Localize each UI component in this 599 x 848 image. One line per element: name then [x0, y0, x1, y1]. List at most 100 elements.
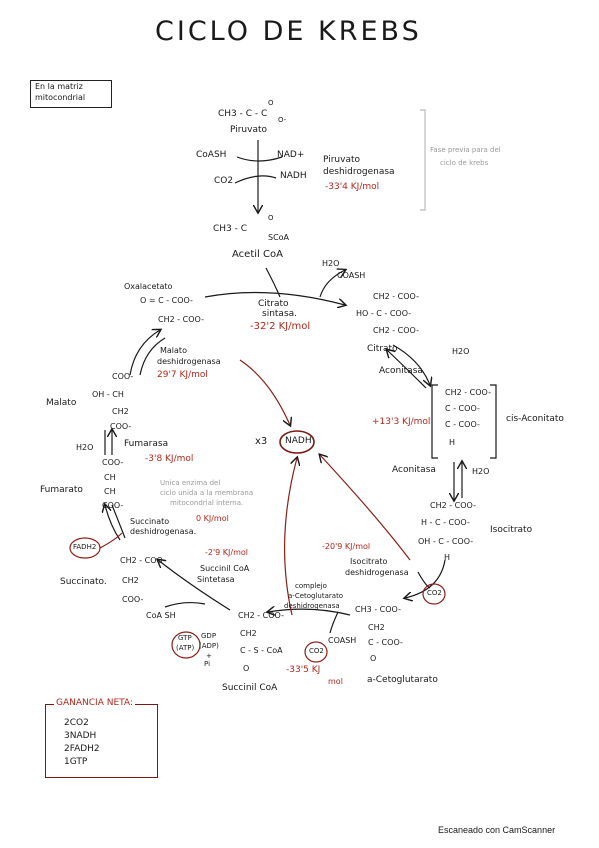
- fumarate-formula-1: COO-: [102, 458, 124, 467]
- fumarate-formula-2: CH: [104, 473, 116, 482]
- akgdh-energy-unit: mol: [328, 677, 343, 686]
- idh-energy: -20'9 KJ/mol: [322, 542, 371, 551]
- idh-enzyme-line-2: deshidrogenasa: [345, 568, 409, 577]
- fumarase-enzyme: Fumarasa: [124, 439, 169, 449]
- pdh-energy: -33'4 KJ/mol: [325, 182, 380, 192]
- side-note-line-2: ciclo de krebs: [440, 159, 489, 167]
- citrate-formula-3: CH2 - COO-: [373, 326, 419, 335]
- malate-formula-3: CH2: [112, 407, 129, 416]
- cis-aconitate-formula-4: H: [449, 438, 456, 447]
- scanner-watermark: Escaneado con CamScanner: [438, 825, 556, 835]
- aconitase-2-h2o: H2O: [472, 467, 490, 476]
- cs-enzyme-line-1: Citrato: [258, 299, 289, 309]
- cis-aconitate-formula-3: C - COO-: [445, 420, 480, 429]
- idh-co2: CO2: [427, 589, 442, 597]
- aconitase-1-energy: +13'3 KJ/mol: [372, 417, 431, 427]
- citrate-name: Citrato: [367, 344, 398, 354]
- oxaloacetate-formula-1: O = C - COO-: [140, 296, 193, 305]
- acetyl-oxygen: O: [268, 214, 274, 222]
- sdh-enzyme-line-1: Succinato: [130, 517, 170, 526]
- pyruvate-formula: CH3 - C - C: [218, 109, 268, 119]
- akgdh-enzyme-line-2: a-Cetoglutarato: [288, 592, 344, 600]
- pdh-nad: NAD+: [277, 150, 305, 160]
- location-box: En la matriz mitocondrial: [30, 80, 112, 108]
- fumarate-name: Fumarato: [40, 485, 83, 495]
- isocitrate-formula-1: CH2 - COO-: [430, 501, 476, 510]
- mdh-energy: 29'7 KJ/mol: [157, 370, 208, 380]
- pyruvate-name: Piruvato: [230, 125, 268, 135]
- page-title: CICLO DE KREBS: [155, 16, 422, 47]
- akgdh-enzyme-line-3: deshidrogenasa: [284, 602, 340, 610]
- scs-energy: -2'9 KJ/mol: [205, 548, 249, 557]
- pyruvate-oxygen: O: [268, 99, 274, 107]
- sdh-enzyme-line-2: deshidrogenasa.: [130, 527, 197, 536]
- location-line-1: En la matriz: [35, 82, 83, 91]
- net-gain-item-gtp: 1GTP: [64, 757, 88, 767]
- succinyl-formula-1: CH2 - COO-: [238, 611, 284, 620]
- sdh-note-line-2: ciclo unida a la membrana: [160, 489, 254, 497]
- mdh-enzyme-line-1: Malato: [160, 346, 187, 355]
- acetyl-name: Acetil CoA: [232, 249, 283, 260]
- oxaloacetate-formula-2: CH2 - COO-: [158, 315, 204, 324]
- akg-formula-4: O: [370, 654, 377, 663]
- pdh-nadh: NADH: [280, 171, 307, 181]
- fumarate-formula-4: COO-: [102, 501, 124, 510]
- succinate-formula-2: CH2: [122, 576, 139, 585]
- cs-coash: COASH: [337, 271, 366, 280]
- succinyl-formula-4: O: [243, 664, 250, 673]
- net-gain-item-nadh: 3NADH: [64, 731, 97, 741]
- net-gain-box: GANANCIA NETA: 2CO2 3NADH 2FADH2 1GTP: [45, 698, 158, 778]
- citrate-formula-2: HO - C - COO-: [356, 309, 412, 318]
- fumarase-energy: -3'8 KJ/mol: [145, 454, 194, 464]
- side-note-line-1: Fase previa para del: [430, 146, 501, 154]
- akgdh-co2: CO2: [309, 647, 324, 655]
- aconitase-1-enzyme: Aconitasa: [379, 366, 423, 376]
- idh-enzyme-line-1: Isocitrato: [350, 557, 388, 566]
- succinyl-formula-3: C - S - CoA: [240, 646, 283, 655]
- acetyl-formula: CH3 - C: [213, 224, 248, 234]
- succinyl-formula-2: CH2: [240, 629, 257, 638]
- mdh-enzyme-line-2: deshidrogenasa: [157, 357, 221, 366]
- scs-gtp: GTP: [178, 634, 192, 642]
- sdh-note-line-1: Unica enzima del: [160, 479, 221, 487]
- pdh-co2: CO2: [214, 176, 234, 186]
- pdh-coash: CoASH: [196, 150, 227, 160]
- cis-aconitate-name: cis-Aconitato: [506, 414, 564, 424]
- net-gain-item-fadh2: 2FADH2: [64, 744, 100, 754]
- pyruvate-ion: O-: [278, 116, 287, 124]
- akg-formula-1: CH3 - COO-: [355, 605, 401, 614]
- akg-formula-2: CH2: [368, 623, 385, 632]
- akgdh-coash: COASH: [328, 636, 357, 645]
- scs-gdp: GDP: [201, 632, 217, 640]
- net-gain-title: GANANCIA NETA:: [54, 698, 135, 709]
- akgdh-enzyme-line-1: complejo: [295, 582, 327, 590]
- pdh-enzyme-line-2: deshidrogenasa: [323, 167, 395, 177]
- sdh-energy: 0 KJ/mol: [196, 514, 229, 523]
- succinate-formula-1: CH2 - COO-: [120, 556, 166, 565]
- net-gain-item-co2: 2CO2: [64, 718, 89, 728]
- malate-formula-2: OH - CH: [92, 390, 124, 399]
- nadh-center-label: NADH: [285, 436, 312, 446]
- acetyl-scoa: SCoA: [268, 233, 290, 242]
- scs-atp: (ATP): [176, 644, 195, 652]
- scs-coash: CoA SH: [146, 611, 176, 620]
- scs-adp: (ADP): [199, 642, 219, 650]
- citrate-formula-1: CH2 - COO-: [373, 292, 419, 301]
- akgdh-energy: -33'5 KJ: [286, 665, 321, 675]
- succinate-formula-3: COO-: [122, 595, 144, 604]
- cs-h2o: H2O: [322, 259, 340, 268]
- scs-enzyme-line-1: Succinil CoA: [200, 564, 250, 573]
- malate-name: Malato: [46, 398, 77, 408]
- cs-energy: -32'2 KJ/mol: [250, 321, 311, 332]
- sdh-note-line-3: mitocondrial interna.: [170, 499, 244, 507]
- succinate-name: Succinato.: [60, 577, 107, 587]
- scs-plus: +: [206, 652, 212, 660]
- cis-aconitate-formula-2: C - COO-: [445, 404, 480, 413]
- succinyl-name: Succinil CoA: [222, 683, 278, 693]
- pdh-enzyme-line-1: Piruvato: [323, 155, 361, 165]
- malate-formula-1: COO-: [112, 372, 134, 381]
- cis-aconitate-formula-1: CH2 - COO-: [445, 388, 491, 397]
- akg-formula-3: C - COO-: [368, 638, 403, 647]
